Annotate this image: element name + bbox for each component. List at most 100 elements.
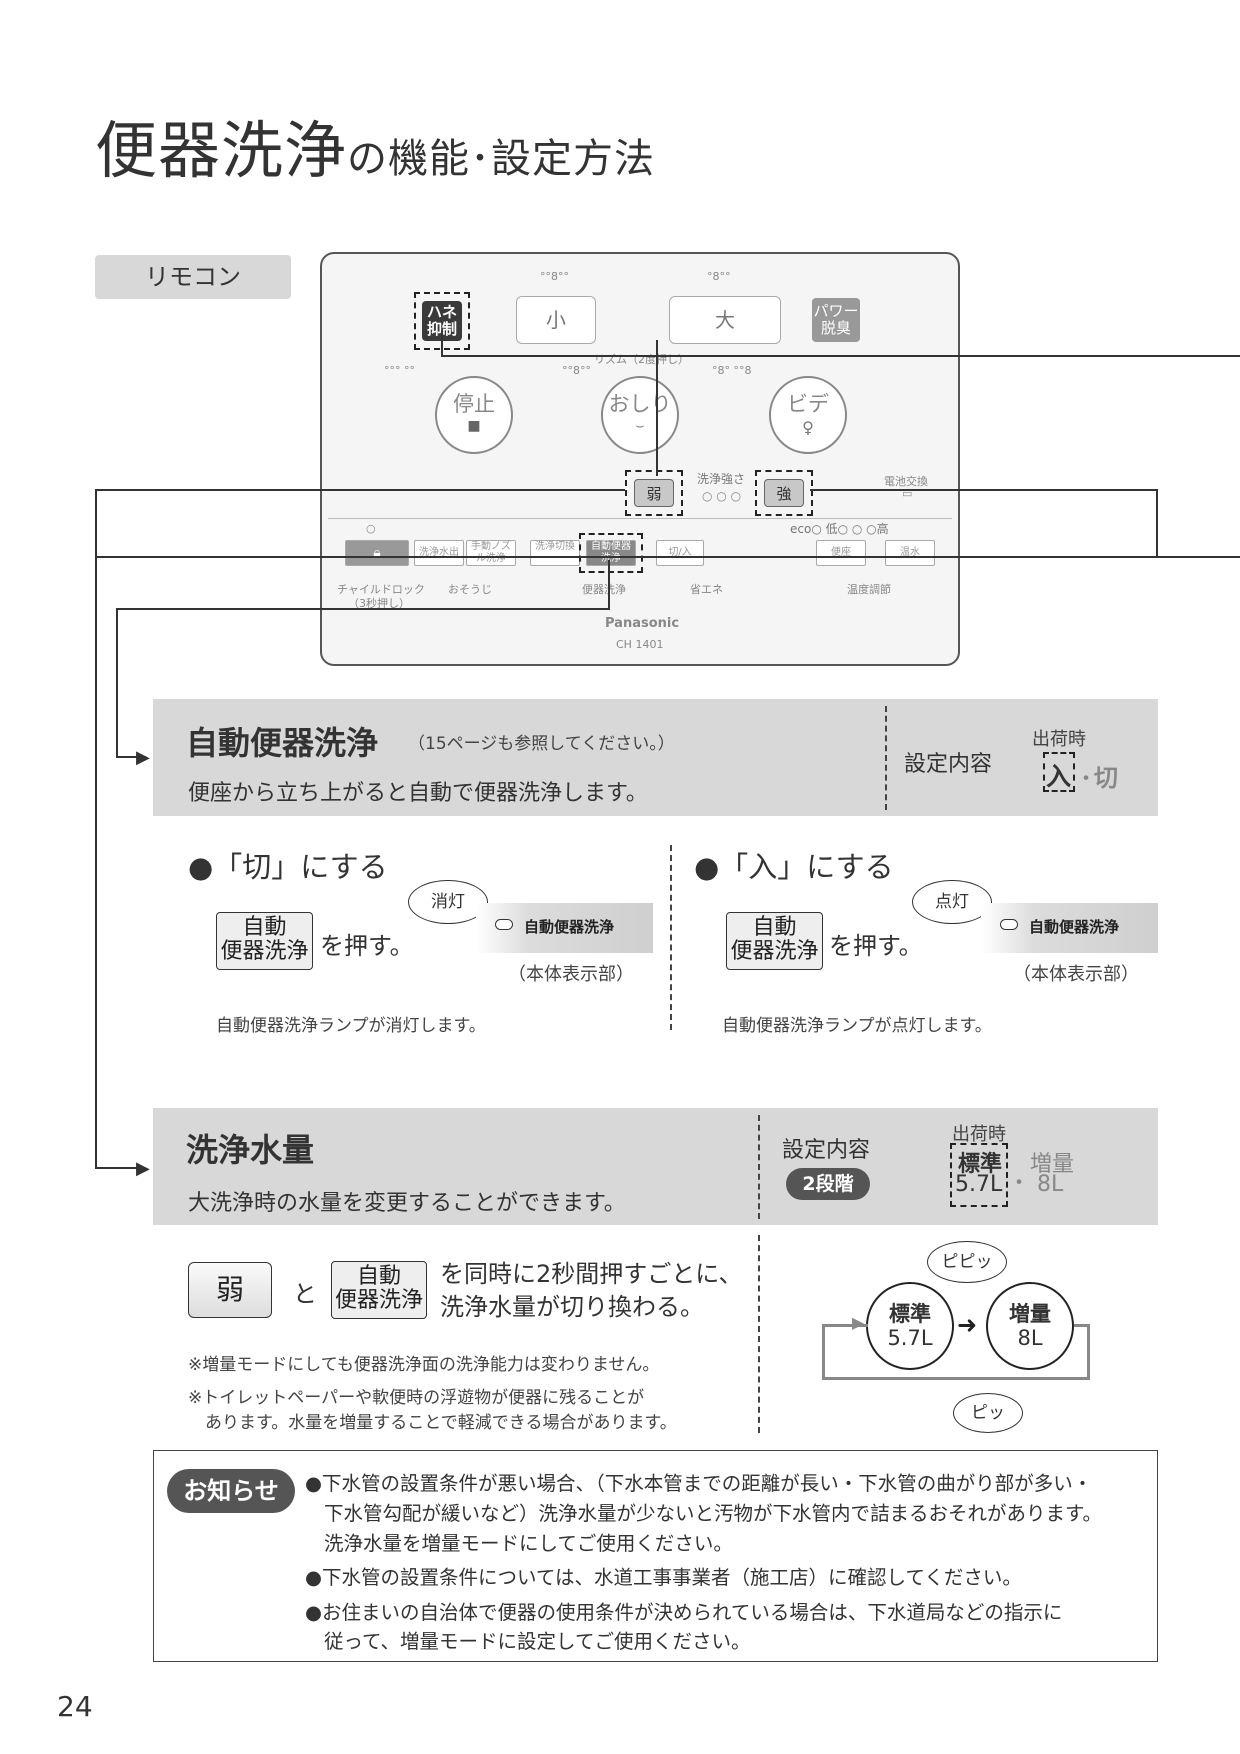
standard-label: 標準 — [958, 1152, 1003, 1177]
model-number: CH 1401 — [616, 638, 664, 651]
woman-icon: ♀ — [802, 418, 814, 437]
leader-line-strong-v — [1156, 489, 1158, 558]
leader-line-left-v — [95, 489, 97, 1169]
auto-flush-button-on[interactable]: 自動 便器洗浄 — [726, 912, 823, 970]
battery-icon: ▭ — [902, 487, 913, 500]
set-off-heading: ●「切」にする — [188, 850, 388, 884]
stop-button[interactable]: 停止 ■ — [435, 376, 513, 454]
temp-label: 温度調節 — [847, 583, 891, 596]
leader-line-auto-v — [608, 560, 610, 610]
strength-weak-button[interactable]: 弱 — [634, 479, 674, 507]
option-off: 切 — [1094, 764, 1118, 792]
auto-flush-button[interactable]: 自動 便器洗浄 — [331, 1261, 427, 1319]
manual-nozzle-button[interactable]: 手動ノズル洗浄 — [466, 540, 516, 566]
flush-label: 便器洗浄 — [582, 583, 626, 596]
band-divider — [758, 1115, 760, 1219]
page-subtitle: の機能･設定方法 — [347, 136, 656, 182]
factory-default-highlight — [950, 1143, 1008, 1207]
increase-circle: 増量 8L — [986, 1282, 1074, 1370]
increase-volume: 8L — [1037, 1172, 1064, 1197]
remote-tab-label: リモコン — [95, 255, 291, 299]
auto-flush-highlight — [579, 533, 643, 573]
note-2-line2: あります。水量を増量することで軽減できる場合があります。 — [205, 1413, 677, 1433]
eco-label: 省エネ — [690, 583, 723, 596]
weak-button[interactable]: 弱 — [188, 1262, 272, 1318]
water-volume-heading: 洗浄水量 — [186, 1131, 315, 1169]
instruction-line1: を同時に2秒間押すごとに、 — [440, 1260, 743, 1288]
factory-default-highlight — [1043, 752, 1075, 792]
leader-line-strong — [810, 489, 1158, 491]
braille-dots-icon: °°° °° — [384, 364, 415, 377]
brand-logo: Panasonic — [605, 616, 680, 631]
lamp-label: 自動便器洗浄 — [524, 918, 615, 936]
leader-line-auto-arrow — [116, 756, 146, 758]
unit-display-label: （本体表示部） — [1013, 964, 1139, 985]
lamp-label: 自動便器洗浄 — [1029, 918, 1120, 936]
strength-strong-button[interactable]: 強 — [764, 479, 804, 507]
section1-divider — [670, 845, 672, 1030]
auto-flush-note: （15ページも参照してください。） — [408, 734, 675, 754]
notice-badge: お知らせ — [167, 1469, 295, 1513]
oshiri-button[interactable]: おしり ⌣ — [601, 376, 679, 454]
auto-flush-button[interactable]: 自動便器洗浄 — [586, 540, 636, 566]
notice-p2: ●下水管の設置条件については、水道工事事業者（施工店）に確認してください。 — [305, 1566, 1022, 1589]
setsuden-button[interactable]: 切/入 — [656, 540, 704, 566]
leader-line-auto — [116, 608, 610, 610]
braille-dots-icon: °°8°° — [540, 270, 569, 283]
option-separator: ・ — [1075, 767, 1098, 792]
strength-label: 洗浄強さ — [697, 472, 746, 486]
cycle-loop-right-top — [1074, 1324, 1090, 1327]
notice-p3-line2: 従って、増量モードに設定してご使用ください。 — [324, 1630, 751, 1653]
factory-label: 出荷時 — [1032, 729, 1086, 750]
power-deodorize-button[interactable]: パワー脱臭 — [812, 298, 860, 342]
arrow-right-icon: ➜ — [957, 1311, 978, 1339]
strong-highlight — [755, 470, 813, 516]
battery-label: 電池交換 — [884, 475, 928, 488]
leader-line-power — [95, 556, 1240, 558]
weak-highlight — [625, 470, 683, 516]
page-title: 便器洗浄の機能･設定方法 — [95, 114, 656, 187]
increase-label: 増量 — [1030, 1152, 1075, 1177]
braille-dots-icon: °8°° — [707, 270, 731, 283]
spray-icon: ⌣ — [635, 418, 645, 434]
leader-line-auto-v2 — [116, 608, 118, 758]
hane-button[interactable]: ハネ抑制 — [422, 301, 462, 341]
auto-flush-button-off[interactable]: 自動 便器洗浄 — [216, 912, 313, 970]
stop-square-icon: ■ — [467, 418, 481, 434]
remote-illustration: ハネ抑制 °°8°° 小 °8°° 大 パワー脱臭 リズム（2度押し） °°° … — [320, 252, 960, 666]
arrow-right-icon: ▶ — [852, 1313, 865, 1332]
press-text: を押す。 — [829, 932, 923, 960]
unit-display-label: （本体表示部） — [508, 964, 634, 985]
standard-volume: 5.7L — [955, 1172, 1003, 1197]
lamp-on-icon — [1000, 919, 1018, 930]
option-on: 入 — [1046, 762, 1072, 791]
section2-divider — [758, 1235, 760, 1433]
braille-dots-icon: °°8°° — [562, 364, 591, 377]
set-on-heading: ●「入」にする — [694, 850, 894, 884]
child-lock-label: チャイルドロック — [337, 583, 425, 596]
leader-line-weak-v — [656, 340, 658, 476]
braille-dots-icon: °8° °°8 — [712, 364, 752, 377]
bidet-button[interactable]: ビデ ♀ — [769, 376, 847, 454]
off-result: 自動便器洗浄ランプが消灯します。 — [216, 1016, 486, 1036]
clean-out-button[interactable]: 洗浄水出 — [414, 540, 464, 566]
setting-label: 設定内容 — [904, 752, 993, 777]
cleaning-label: おそうじ — [448, 583, 492, 596]
auto-flush-heading: 自動便器洗浄 — [186, 724, 379, 762]
child-lock-button[interactable]: 🔒︎ — [345, 540, 409, 566]
water-volume-description: 大洗浄時の水量を変更することができます。 — [188, 1191, 626, 1216]
strength-dots-icon: ○ ○ ○ — [702, 489, 742, 503]
flush-small-button[interactable]: 小 — [516, 296, 596, 344]
cycle-loop-left-top — [822, 1324, 868, 1327]
flush-large-button[interactable]: 大 — [669, 296, 781, 344]
on-result: 自動便器洗浄ランプが点灯します。 — [722, 1016, 992, 1036]
water-temp-button[interactable]: 温水 — [885, 540, 935, 566]
seat-temp-button[interactable]: 便座 — [816, 540, 866, 566]
notice-p1-line2: 下水管勾配が緩いなど）洗浄水量が少ないと汚物が下水管内で詰まるおそれがあります。 — [324, 1502, 1103, 1525]
factory-label: 出荷時 — [952, 1124, 1006, 1145]
and-text: と — [293, 1280, 317, 1308]
flush-switch-button[interactable]: 洗浄切換 — [530, 540, 580, 566]
arrow-right-icon: ▶ — [136, 747, 150, 768]
remote-divider — [328, 518, 952, 519]
page-number: 24 — [57, 1690, 93, 1723]
